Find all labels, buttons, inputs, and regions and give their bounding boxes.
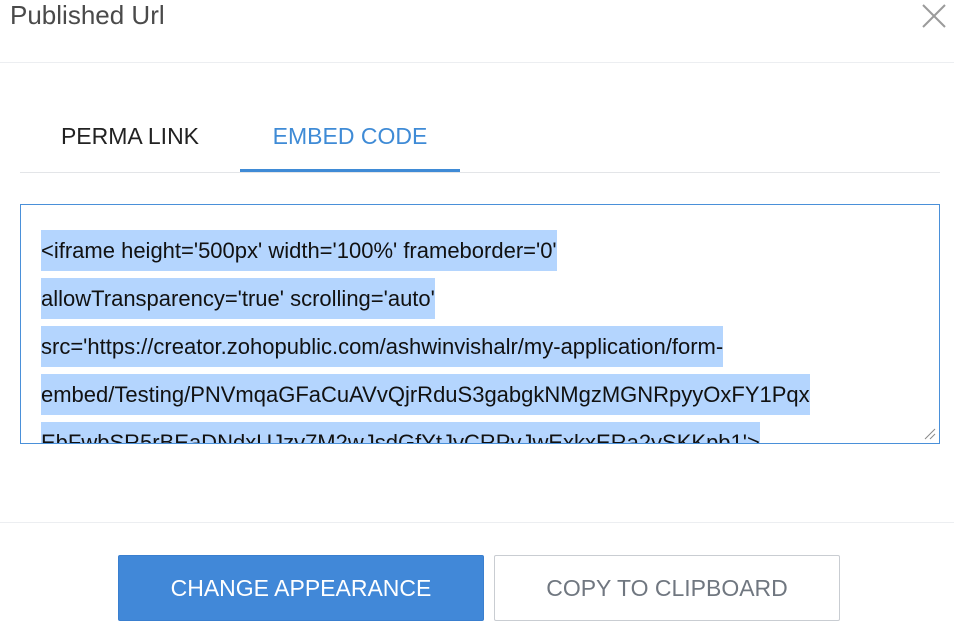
code-line: src='https://creator.zohopublic.com/ashw… <box>41 323 921 371</box>
change-appearance-button[interactable]: CHANGE APPEARANCE <box>118 555 484 621</box>
dialog-footer: CHANGE APPEARANCE COPY TO CLIPBOARD <box>0 522 954 640</box>
embed-code-text: <iframe height='500px' width='100%' fram… <box>41 227 921 443</box>
embed-code-textarea[interactable]: <iframe height='500px' width='100%' fram… <box>20 204 940 444</box>
code-line: allowTransparency='true' scrolling='auto… <box>41 275 921 323</box>
tab-bar: PERMA LINK EMBED CODE <box>20 100 940 173</box>
code-line: <iframe height='500px' width='100%' fram… <box>41 227 921 275</box>
dialog-header: Published Url <box>0 0 954 63</box>
copy-to-clipboard-button[interactable]: COPY TO CLIPBOARD <box>494 555 840 621</box>
code-line: embed/Testing/PNVmqaGFaCuAVvQjrRduS3gabg… <box>41 371 921 419</box>
code-line: EbFwbSR5rBEaDNdxUJzv7M2wJsdGfYtJvCRPvJwE… <box>41 419 921 443</box>
dialog-title: Published Url <box>10 0 165 30</box>
resize-handle-icon[interactable] <box>922 426 936 440</box>
tab-embed-code[interactable]: EMBED CODE <box>240 100 460 172</box>
tab-perma-link[interactable]: PERMA LINK <box>60 123 200 149</box>
close-icon[interactable] <box>920 2 948 30</box>
